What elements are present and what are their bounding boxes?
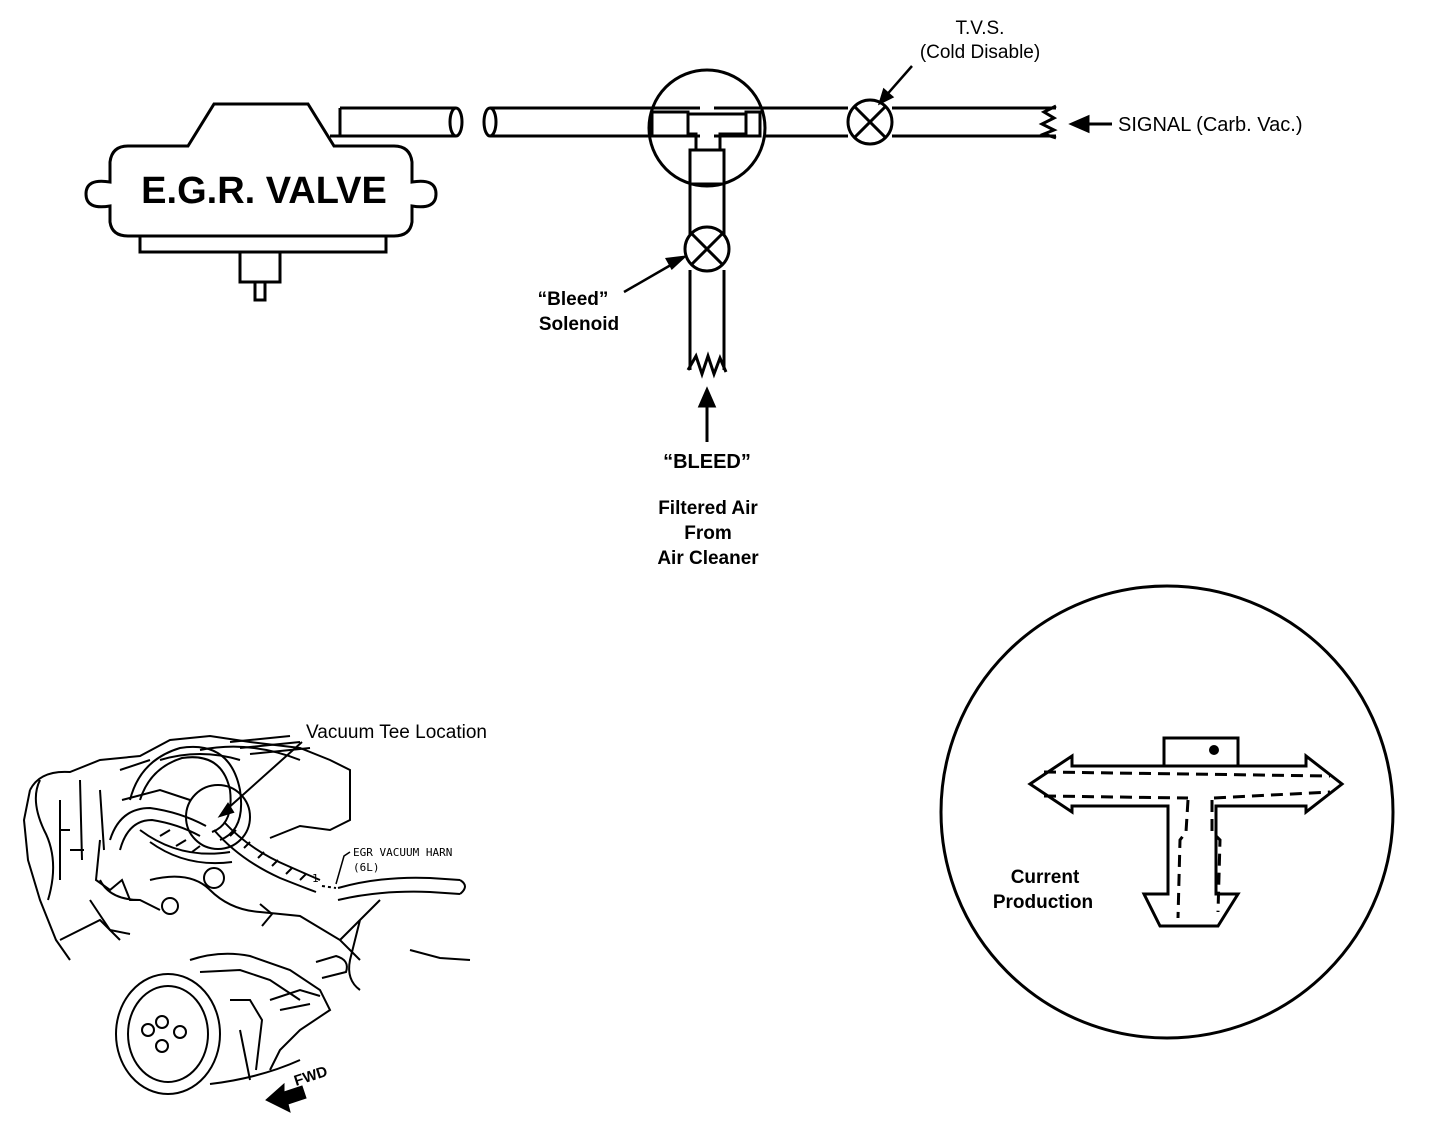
egr-valve-label: E.G.R. VALVE	[141, 170, 387, 212]
bleed-desc-line1: Filtered Air	[658, 498, 758, 519]
bleed-label: “BLEED”	[663, 451, 751, 473]
callout-number-1: 1	[312, 872, 319, 885]
bleed-line	[686, 270, 728, 379]
tee-location-leader	[217, 741, 303, 818]
detail-label-line1: Current	[1011, 867, 1080, 888]
bleed-solenoid-line2: Solenoid	[539, 314, 619, 335]
detail-label-line2: Production	[993, 892, 1093, 913]
signal-arrow	[1068, 114, 1112, 134]
signal-label: SIGNAL (Carb. Vac.)	[1118, 114, 1303, 136]
bleed-solenoid-line1: “Bleed”	[538, 289, 609, 310]
egr-harness-leader	[335, 851, 351, 885]
egr-harness-label-line1: EGR VACUUM HARN	[353, 846, 452, 859]
bleed-solenoid-symbol	[683, 225, 731, 273]
egr-valve	[84, 102, 464, 302]
tvs-valve-symbol	[846, 98, 894, 146]
tvs-leader-arrow	[877, 65, 913, 106]
tvs-label-line2: (Cold Disable)	[920, 42, 1040, 63]
bleed-desc-line3: Air Cleaner	[657, 548, 759, 569]
fwd-label: FWD	[292, 1063, 330, 1090]
bleed-desc-line2: From	[684, 523, 732, 544]
tee-location-label: Vacuum Tee Location	[306, 722, 487, 743]
engine-illustration	[22, 734, 471, 1095]
bleed-solenoid-leader	[623, 255, 688, 294]
vacuum-tee	[647, 68, 767, 236]
bleed-arrow	[697, 386, 717, 442]
fwd-arrow-icon	[265, 1082, 307, 1113]
tee-detail-circle	[939, 584, 1395, 1040]
tvs-label-line1: T.V.S.	[956, 18, 1005, 39]
signal-line	[482, 104, 1058, 140]
egr-harness-label-line2: (6L)	[353, 861, 380, 874]
